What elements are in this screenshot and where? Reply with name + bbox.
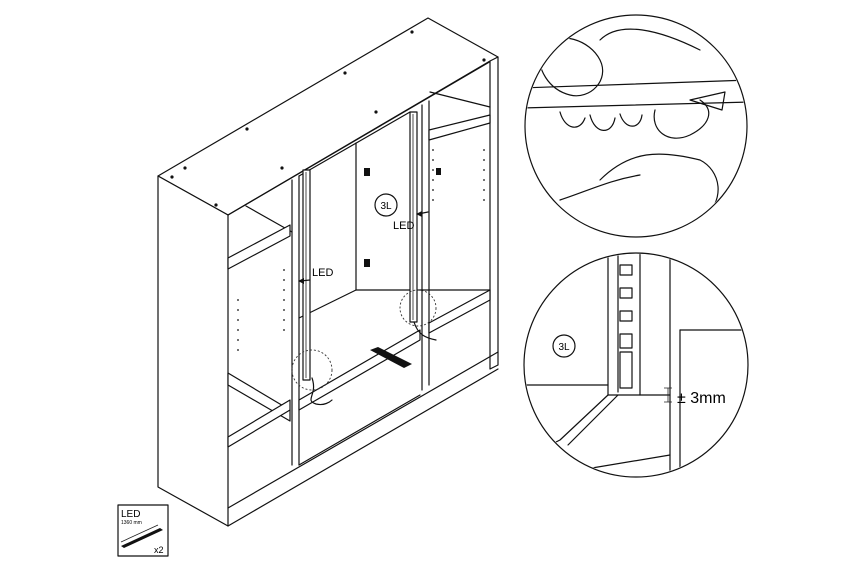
detail-circle-top — [524, 14, 748, 238]
led-profile-right — [409, 111, 418, 323]
clip-icon — [364, 168, 370, 176]
cable-right — [413, 321, 437, 341]
left-top-shelf — [227, 224, 291, 270]
led-right-label: LED — [393, 220, 414, 232]
top-panel — [157, 17, 499, 216]
fingers-icon — [653, 99, 710, 139]
detail-gap: 3L ± 3mm — [523, 252, 749, 478]
detail-circle-left — [291, 349, 333, 391]
detail-circle-right — [399, 289, 437, 327]
arrow-head-icon — [416, 211, 422, 217]
middle-compartment — [291, 111, 491, 466]
clip-icon — [364, 259, 370, 267]
led-bar-floor — [370, 347, 412, 368]
parts-led-size: 1360 mm — [121, 520, 142, 526]
middle-shelf — [298, 329, 421, 411]
gap-label: ± 3mm — [677, 390, 726, 407]
top-holes — [170, 30, 486, 207]
badge-3l-detail-text: 3L — [558, 342, 570, 353]
led-left-label: LED — [312, 267, 333, 279]
wardrobe-drawing: LED LED 3L — [157, 17, 499, 527]
badge-3l-detail — [552, 334, 576, 358]
led-strip-icon — [121, 528, 163, 548]
plinth-line — [227, 351, 499, 509]
badge-3l-main-text: 3L — [380, 201, 392, 212]
bottom-front-edge — [227, 368, 499, 527]
right-compartment — [421, 91, 491, 391]
badge-3l-main — [374, 193, 398, 217]
parts-led-title: LED — [121, 509, 140, 520]
led-profile-left — [302, 169, 311, 381]
right-low-shelf — [428, 289, 491, 334]
detail-circle-bottom — [523, 252, 749, 478]
arrow-head-icon — [298, 278, 304, 284]
led-clip-icon — [619, 264, 633, 276]
thumb-icon — [538, 37, 604, 97]
top-front-edge — [227, 60, 491, 216]
parts-qty: x2 — [154, 545, 164, 555]
left-low-shelf — [227, 399, 291, 448]
left-side-panel — [157, 175, 229, 527]
right-top-shelf — [428, 114, 491, 141]
left-compartment — [227, 175, 300, 466]
detail-adhesive-strip — [524, 14, 748, 238]
clip-icon — [436, 168, 441, 175]
parts-box: LED 1360 mm x2 — [117, 504, 169, 557]
right-side-edge — [489, 56, 499, 370]
